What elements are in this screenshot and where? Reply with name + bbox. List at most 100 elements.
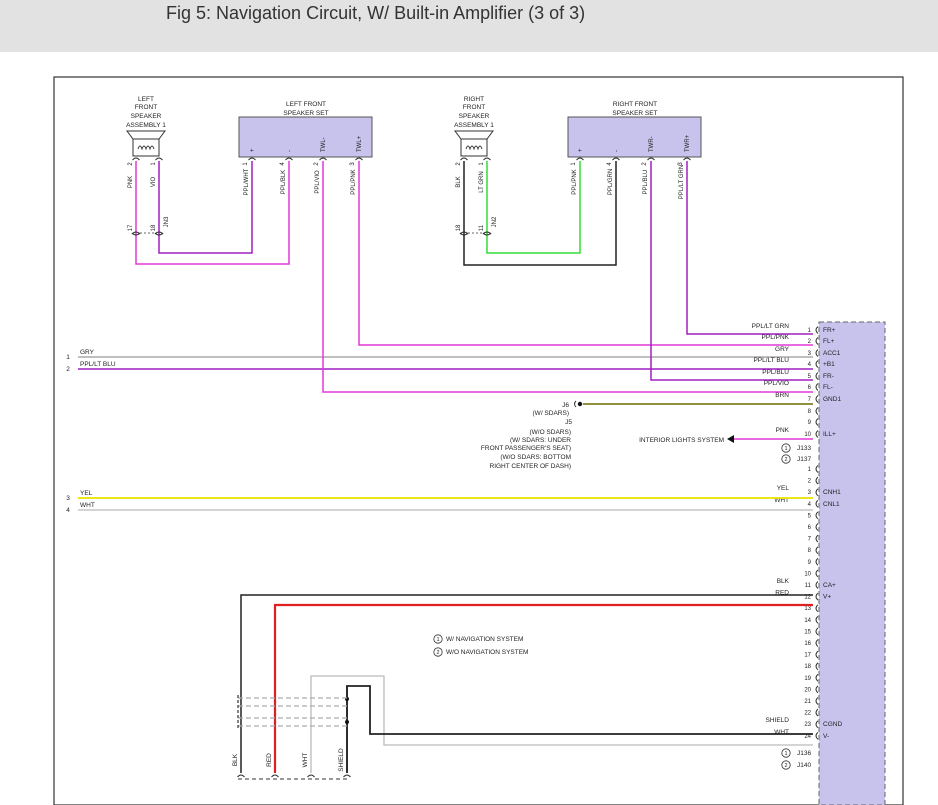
amp-pin-number: 22 xyxy=(804,711,811,717)
ref-circle-number: 1 xyxy=(784,751,787,757)
ground-bracket xyxy=(574,400,577,408)
amp-pin-bracket xyxy=(815,557,819,566)
wire-end-cup xyxy=(155,157,163,161)
amp-pin-number: 14 xyxy=(804,618,811,624)
amp-pin-number: 23 xyxy=(804,722,811,728)
legend-text: W/O NAVIGATION SYSTEM xyxy=(446,649,528,656)
legend-circle xyxy=(781,748,791,758)
connector-ref: J137 xyxy=(797,456,811,463)
lf_assembly-label: SPEAKER xyxy=(131,113,162,120)
wire-blk-bottom xyxy=(240,594,813,773)
amp-pin-bracket xyxy=(815,534,819,543)
amp-pin-bracket xyxy=(815,673,819,682)
lf_set-pin: 1 xyxy=(243,162,249,166)
rf_set-label: SPEAKER SET xyxy=(612,110,657,117)
amp-pin-name: CNL1 xyxy=(823,501,840,508)
rf_assembly-label: FRONT xyxy=(463,104,485,111)
amp-pin-number: 21 xyxy=(804,699,811,705)
rf_set-pin: 1 xyxy=(571,162,577,166)
junction-cup xyxy=(154,232,164,236)
amp-pin-number: 10 xyxy=(804,571,811,577)
amp-pin-bracket xyxy=(815,639,819,647)
amp-pin-bracket xyxy=(815,731,819,740)
connector-ref: J140 xyxy=(797,762,811,769)
rf_assembly-label: RIGHT xyxy=(464,96,484,103)
bottom-pin-cup xyxy=(307,774,315,778)
amp-pin-bracket xyxy=(815,604,819,613)
amp-pin-number: 16 xyxy=(804,641,811,647)
amp-pin-name: GND1 xyxy=(823,396,841,403)
wire-label: PPL/PNK xyxy=(351,169,357,194)
wire-red-bottom xyxy=(273,603,813,773)
amp-pin-bracket xyxy=(815,581,819,589)
amp-pin-number: 13 xyxy=(804,606,811,612)
amp-pin-number: 1 xyxy=(808,328,812,334)
amp-pin-bracket xyxy=(815,720,819,729)
input-wire-label: GRY xyxy=(80,349,95,356)
wire-vio-lf xyxy=(158,161,253,254)
wire-label: PPL/BLU xyxy=(643,170,649,195)
wire-end-cup xyxy=(285,157,293,161)
rf_set-pin: 4 xyxy=(607,162,613,166)
legend-circle xyxy=(781,454,791,464)
amp-pin-bracket xyxy=(815,383,819,391)
amp-wire-label: WHT xyxy=(774,497,789,504)
ground-note: J5 xyxy=(565,419,572,426)
connector-ref: J133 xyxy=(797,445,811,452)
legend-circle xyxy=(433,647,443,657)
amp-pin-number: 8 xyxy=(808,409,812,415)
rf_set-pin: 3 xyxy=(678,162,684,166)
wire-pnk-lf xyxy=(135,161,290,265)
amp-wire-label: PPL/LT BLU xyxy=(753,357,789,364)
shield-dot xyxy=(345,720,349,724)
lf_set-pin: 4 xyxy=(280,162,286,166)
amp-pin-name: CGND xyxy=(823,721,842,728)
ground-note: (W/ SDARS: UNDER xyxy=(510,437,571,444)
junction-cup xyxy=(131,232,141,236)
amp-pin-name: FL- xyxy=(823,384,833,391)
amp-pin-number: 19 xyxy=(804,676,811,682)
bottom-wire-label: BLK xyxy=(232,753,239,766)
diagram-frame xyxy=(53,76,904,805)
bottom-wire-label: RED xyxy=(266,753,273,767)
wire-end-cup xyxy=(319,157,327,161)
amp-wire-label: SHIELD xyxy=(766,717,790,724)
wire-label: LT GRN xyxy=(479,171,485,192)
rf_assembly-speaker-body xyxy=(460,138,488,157)
input-number: 4 xyxy=(66,507,70,514)
amp-pin-name: FL+ xyxy=(823,338,835,345)
wire-ppl-vio xyxy=(322,161,813,393)
lf_assembly-speaker-body xyxy=(132,138,160,157)
wire-label: PPL/GRN xyxy=(608,169,614,195)
wire-label: VIO xyxy=(151,177,157,188)
ground-note: (W/O SDARS) xyxy=(529,429,571,436)
lf_set-pin-name: TWL- xyxy=(321,137,327,152)
lf_assembly-label: FRONT xyxy=(135,104,157,111)
wire-ppl-ltgrn xyxy=(686,161,813,335)
amp-pin-name: FR- xyxy=(823,373,834,380)
legend-number: 1 xyxy=(436,637,439,643)
wire-end-cup xyxy=(612,157,620,161)
rf_assembly-pin: 2 xyxy=(456,162,462,166)
amp-pin-bracket xyxy=(815,430,819,438)
lf_assembly-label: ASSEMBLY 1 xyxy=(126,122,166,129)
amp-pin-number: 12 xyxy=(804,595,811,601)
bottom-wire-label: SHIELD xyxy=(338,748,345,772)
lf_set-box xyxy=(238,116,373,158)
rf_assembly-label: ASSEMBLY 1 xyxy=(454,122,494,129)
input-wire-label: YEL xyxy=(80,490,93,497)
bottom-wire-label: WHT xyxy=(302,753,309,768)
amp-wire-label: BRN xyxy=(775,392,789,399)
wire-ltgrn-rf xyxy=(486,161,581,254)
rf_set-pin-name: - xyxy=(614,150,620,152)
amp-pin-name: CNH1 xyxy=(823,489,841,496)
amp-pin-number: 11 xyxy=(805,583,812,589)
junction-pin: 17 xyxy=(128,224,134,231)
amp-pin-number: 9 xyxy=(808,420,812,426)
amp-pin-number: 7 xyxy=(808,397,812,403)
amp-pin-bracket xyxy=(815,697,819,705)
amp-pin-bracket xyxy=(815,546,819,555)
wire-shield-bottom xyxy=(346,685,813,773)
page-title: Fig 5: Navigation Circuit, W/ Built-in A… xyxy=(166,3,586,23)
